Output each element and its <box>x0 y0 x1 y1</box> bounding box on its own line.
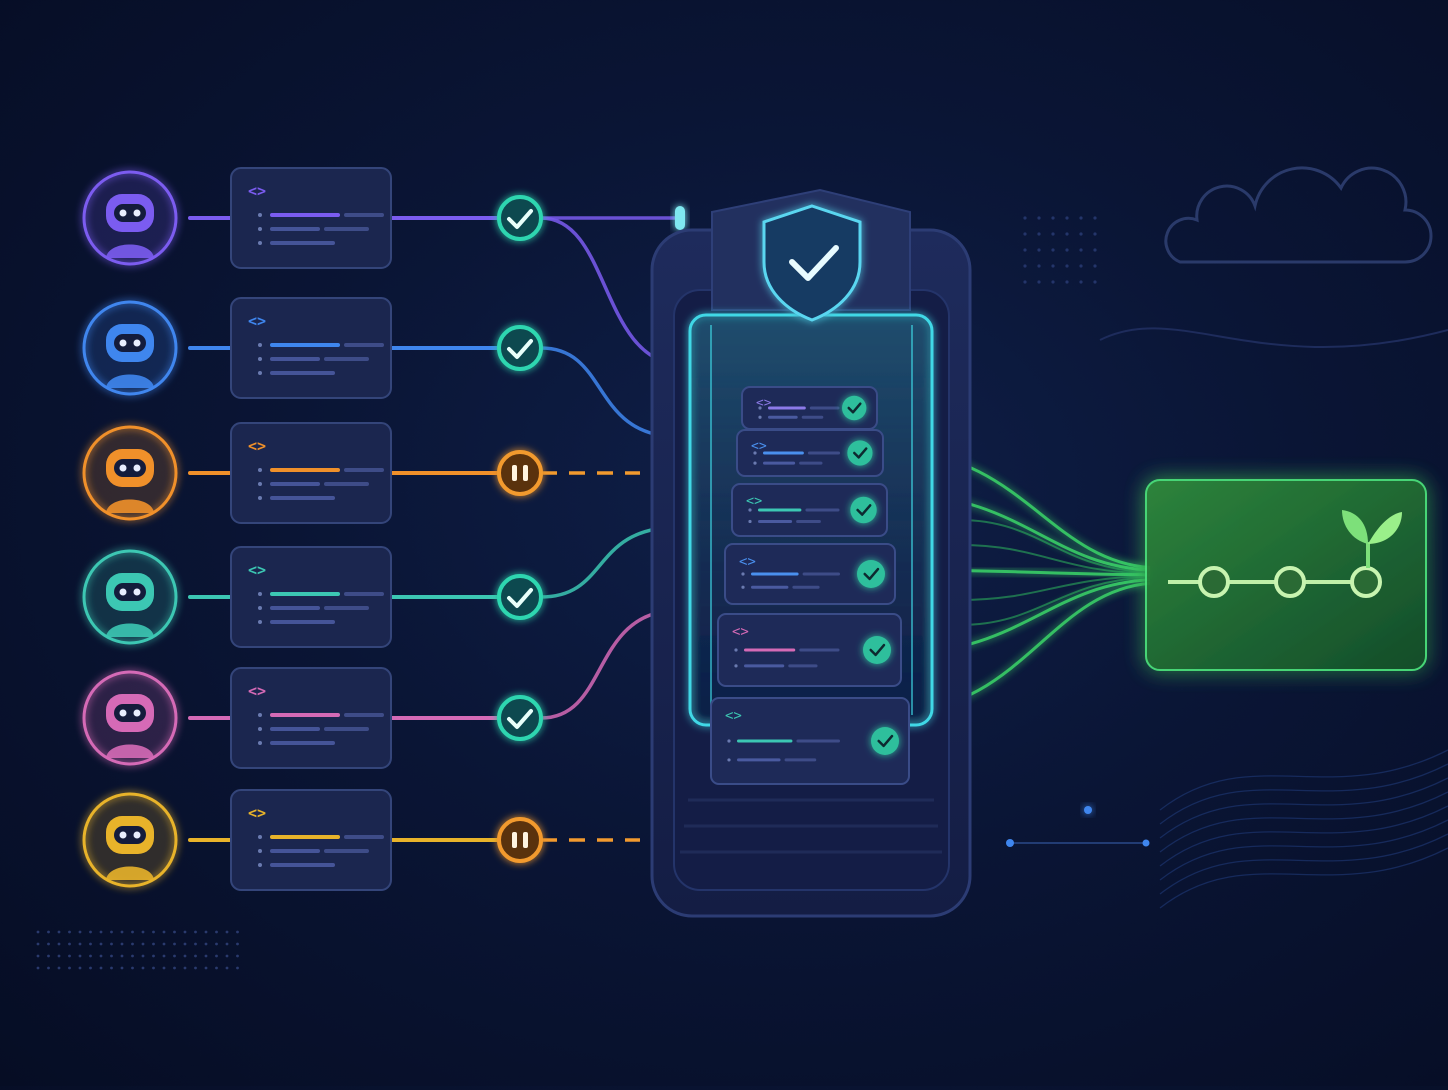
code-card: <> <box>230 546 392 648</box>
code-symbol: <> <box>732 624 749 640</box>
agent-row-blue-agent: <> <box>82 297 543 399</box>
agent-row-orange-agent: <> <box>82 422 543 524</box>
code-symbol: <> <box>751 439 767 454</box>
check-icon <box>871 727 899 755</box>
agent-row-violet-agent: <> <box>82 167 543 269</box>
queued-change-card: <> <box>717 613 902 687</box>
code-symbol: <> <box>248 804 266 822</box>
cloud-icon <box>1164 166 1433 264</box>
agent-row-yellow-agent: <> <box>82 789 543 891</box>
code-card: <> <box>230 789 392 891</box>
check-icon <box>842 395 867 421</box>
robot-avatar-icon <box>82 170 178 266</box>
queued-change-card: <> <box>736 429 884 477</box>
robot-avatar-icon <box>82 300 178 396</box>
code-card: <> <box>230 297 392 399</box>
robot-avatar-icon <box>82 425 178 521</box>
shield-check-icon <box>762 204 862 322</box>
queued-change-card: <> <box>741 386 878 430</box>
check-icon <box>857 560 885 588</box>
check-icon <box>847 440 873 466</box>
code-symbol: <> <box>248 682 266 700</box>
sprout-icon <box>1342 510 1402 568</box>
robot-avatar-icon <box>82 792 178 888</box>
dot-grid <box>36 216 1097 970</box>
output-panel <box>1145 479 1427 671</box>
gate-queue: <> <> <> <> <> <> <box>710 386 910 785</box>
timeline-node <box>1274 566 1306 598</box>
timeline-node <box>1350 566 1382 598</box>
code-card: <> <box>230 167 392 269</box>
queued-change-card: <> <box>710 697 910 785</box>
code-symbol: <> <box>248 437 266 455</box>
code-symbol: <> <box>248 182 266 200</box>
agent-row-teal-agent: <> <box>82 546 543 648</box>
agent-row-pink-agent: <> <box>82 667 543 769</box>
timeline-node <box>1198 566 1230 598</box>
code-symbol: <> <box>739 554 756 570</box>
check-icon <box>497 695 543 741</box>
robot-avatar-icon <box>82 549 178 645</box>
check-icon <box>497 574 543 620</box>
code-symbol: <> <box>746 494 762 509</box>
code-card: <> <box>230 667 392 769</box>
code-symbol: <> <box>248 312 266 330</box>
review-gate: <> <> <> <> <> <> <box>650 188 972 918</box>
queued-change-card: <> <box>724 543 896 605</box>
check-icon <box>497 195 543 241</box>
output-timeline <box>1168 566 1382 598</box>
check-icon <box>863 636 891 664</box>
robot-avatar-icon <box>82 670 178 766</box>
check-icon <box>497 325 543 371</box>
pause-icon <box>497 817 543 863</box>
code-symbol: <> <box>248 561 266 579</box>
wave-lines <box>1006 327 1448 909</box>
queued-change-card: <> <box>731 483 888 537</box>
background-decor <box>1164 166 1433 264</box>
agent-column: <> <> <> <> <> <> <box>82 167 543 891</box>
code-card: <> <box>230 422 392 524</box>
code-symbol: <> <box>725 708 742 724</box>
pause-icon <box>497 450 543 496</box>
check-icon <box>850 496 877 524</box>
